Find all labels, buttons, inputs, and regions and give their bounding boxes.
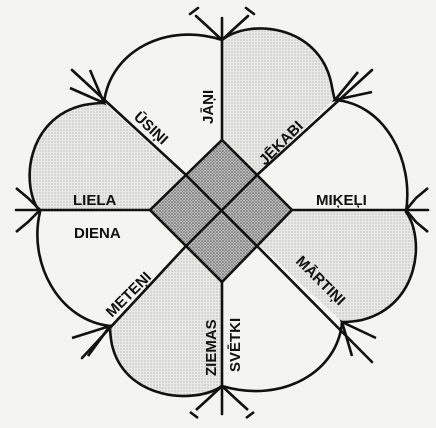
label-diena: DIENA bbox=[74, 225, 121, 242]
east-fork-symbol bbox=[404, 187, 429, 233]
label-liela: LIELA bbox=[73, 192, 116, 209]
petal-left-upper-shade bbox=[29, 103, 223, 212]
spoke-nw bbox=[70, 68, 188, 177]
ne-arrow-symbol bbox=[331, 71, 373, 103]
spoke-ne bbox=[255, 68, 374, 177]
label-jani: JĀŅI bbox=[200, 90, 217, 124]
spoke-se bbox=[255, 244, 374, 364]
nw-arrow-symbol bbox=[69, 69, 107, 106]
west-fork-symbol bbox=[15, 187, 42, 233]
north-fork-symbol bbox=[188, 6, 256, 42]
south-fork-symbol bbox=[189, 384, 255, 420]
center-diamond-divider-2 bbox=[184, 173, 259, 248]
label-ziemas: ZIEMAS bbox=[203, 319, 220, 376]
label-mikeli: MIĶEĻI bbox=[316, 192, 367, 209]
se-arrow-symbol bbox=[339, 319, 377, 357]
label-svetki: SVĒTKI bbox=[227, 318, 244, 372]
petal-lower-left-shade bbox=[110, 210, 222, 397]
sw-arrow-symbol bbox=[71, 323, 114, 357]
petal-right-lower-shade bbox=[222, 210, 416, 322]
petal-upper-right-shade bbox=[222, 28, 333, 210]
